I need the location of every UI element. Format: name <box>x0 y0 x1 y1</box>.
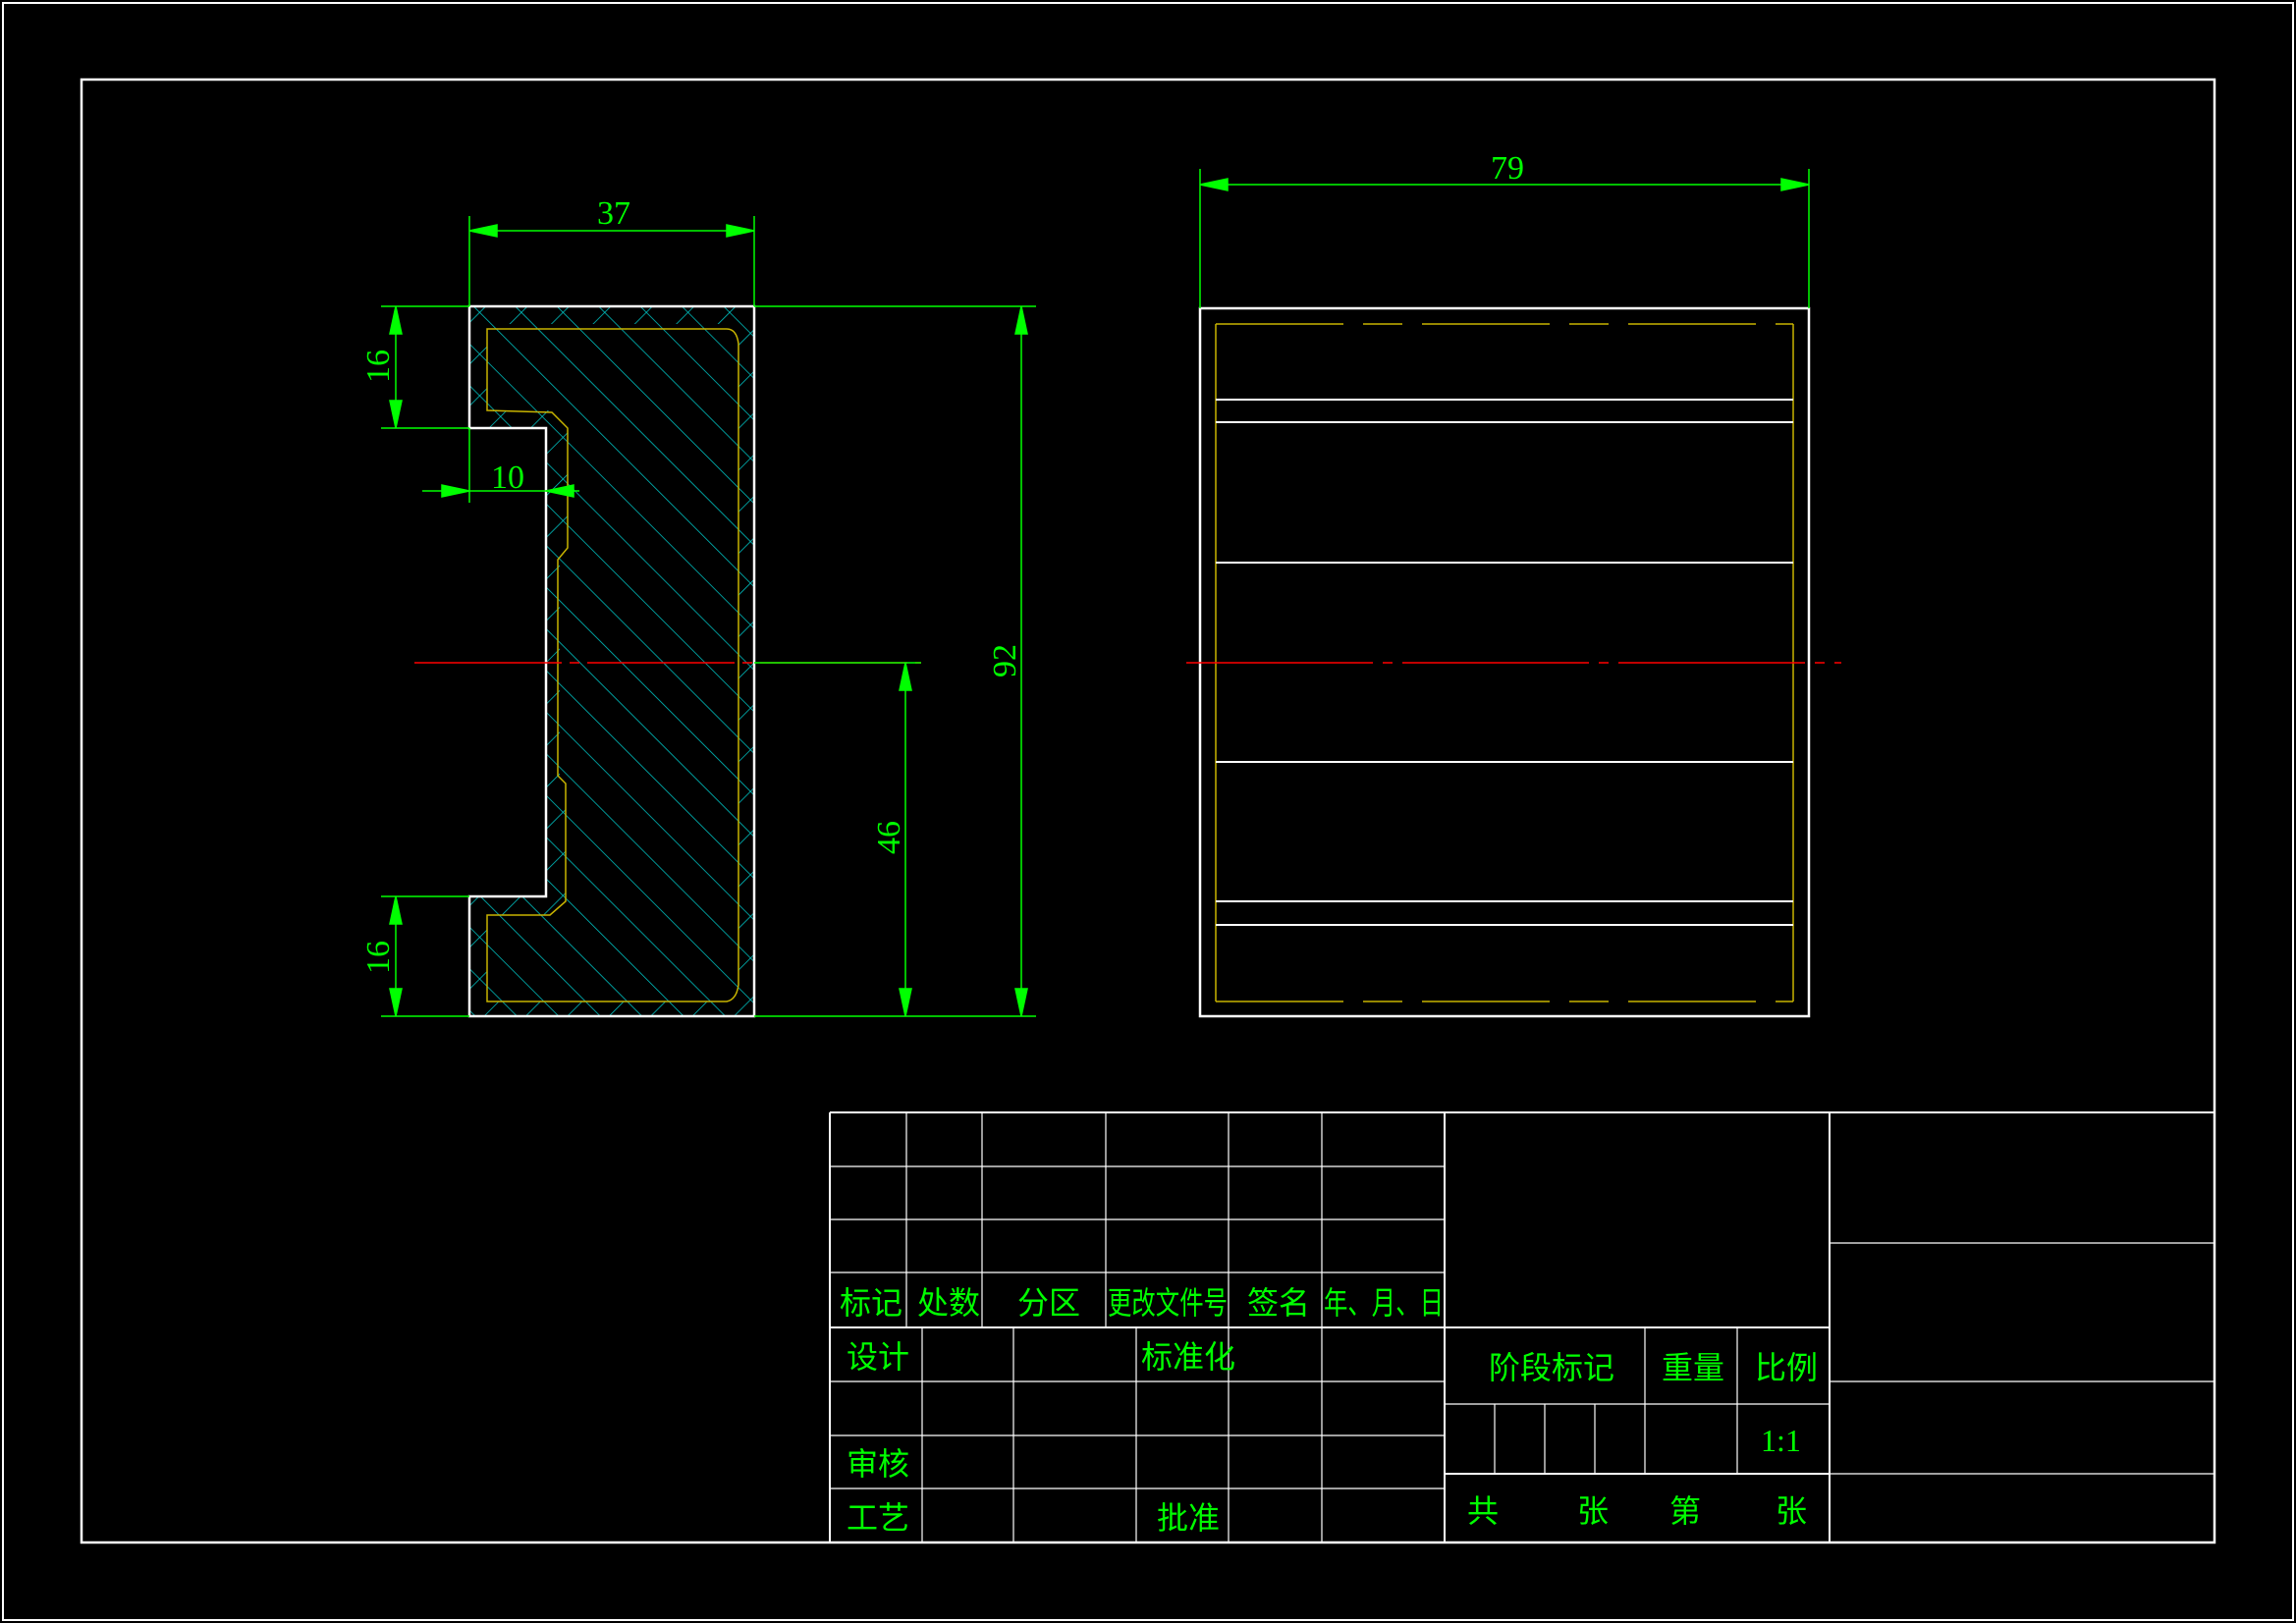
rev-header-sign: 签名 <box>1247 1284 1310 1322</box>
inner-contour <box>486 328 739 1002</box>
section-view <box>414 304 921 1018</box>
label-weight: 重量 <box>1662 1349 1724 1386</box>
rev-header-mark: 标记 <box>840 1284 902 1322</box>
label-sheets-2: 张 <box>1776 1492 1807 1530</box>
dim-left-bottom-step: 16 <box>360 941 397 974</box>
inner-frame <box>80 78 2216 1544</box>
label-standardization: 标准化 <box>1141 1338 1235 1376</box>
section-dimensions <box>381 216 1036 1017</box>
front-view <box>1186 306 1841 1018</box>
dim-left-top-step: 16 <box>360 350 397 383</box>
title-block <box>829 1111 2214 1542</box>
label-total: 共 <box>1467 1492 1499 1530</box>
dim-total-height: 92 <box>987 644 1023 677</box>
label-stage-mark: 阶段标记 <box>1489 1349 1614 1386</box>
scale-value: 1:1 <box>1761 1423 1801 1458</box>
label-process: 工艺 <box>847 1499 909 1537</box>
rev-header-date: 年、月、日 <box>1324 1284 1444 1322</box>
label-sheets: 张 <box>1577 1492 1609 1530</box>
label-review: 审核 <box>847 1445 909 1483</box>
label-scale: 比例 <box>1755 1349 1818 1386</box>
front-dimensions <box>1199 169 1810 308</box>
dim-center-height: 46 <box>871 821 907 854</box>
dim-left-width: 37 <box>597 195 630 232</box>
rev-header-count: 处数 <box>917 1284 980 1322</box>
dim-right-width: 79 <box>1491 150 1524 187</box>
label-design: 设计 <box>847 1338 909 1376</box>
rev-header-doc: 更改文件号 <box>1108 1284 1228 1322</box>
label-sheet-no: 第 <box>1669 1492 1701 1530</box>
rev-header-zone: 分区 <box>1017 1284 1080 1322</box>
label-approve: 批准 <box>1157 1499 1220 1537</box>
dim-groove-depth: 10 <box>491 460 524 496</box>
